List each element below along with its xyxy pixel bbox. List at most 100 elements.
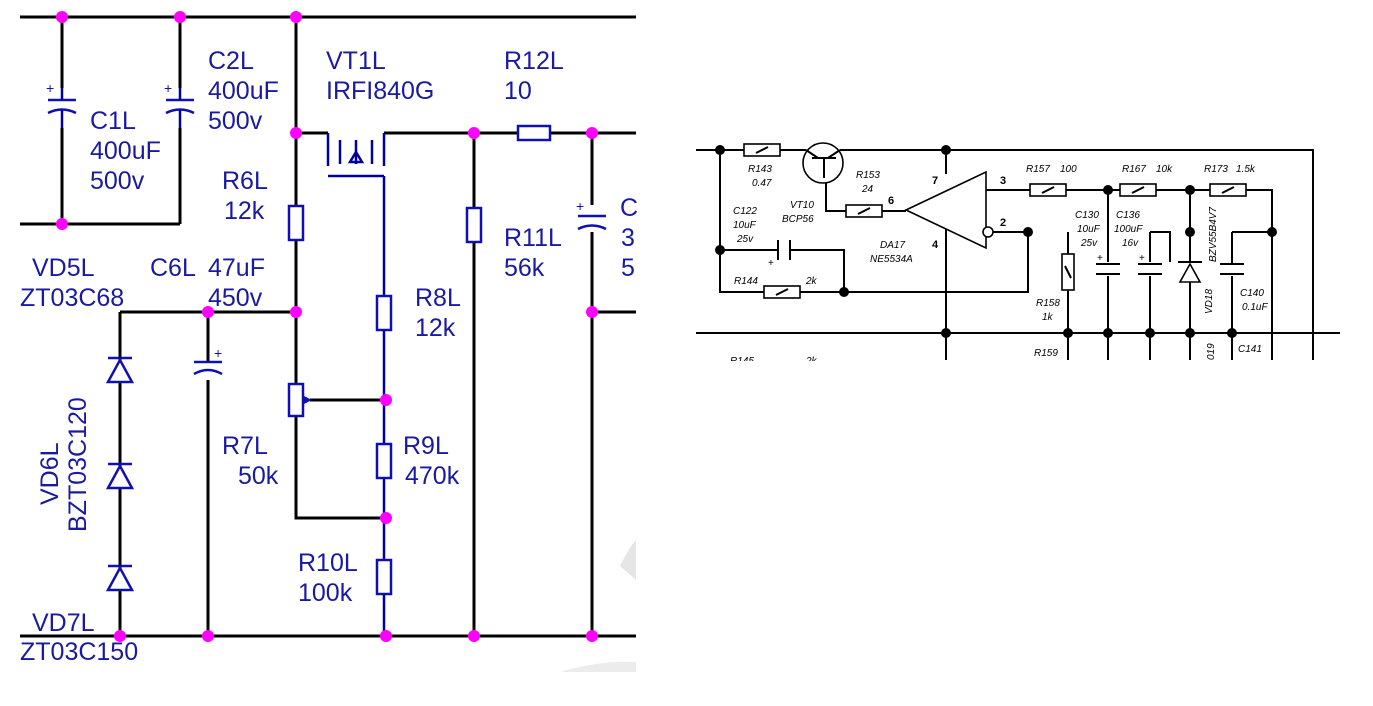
watermark-arc: [560, 661, 636, 672]
pin-6: 6: [888, 195, 894, 207]
c136-value: 100uF: [1114, 224, 1143, 235]
svg-text:+: +: [1139, 253, 1145, 264]
transistor-base: [825, 178, 906, 212]
r6l-value: 12k: [224, 197, 265, 225]
junction-node: [202, 630, 214, 642]
r8l-resistor: [375, 294, 393, 332]
r167-resistor: [1119, 183, 1157, 197]
junction-node: [1103, 328, 1113, 338]
junction-node: [202, 306, 214, 318]
c130-ref: C130: [1075, 210, 1099, 221]
vd18-part: BZV55B4V7: [1208, 207, 1219, 262]
r9l-resistor: [375, 442, 393, 480]
junction-node: [586, 630, 598, 642]
r153-value: 24: [861, 184, 874, 195]
c122-ref: C122: [733, 206, 757, 217]
r173-value: 1.5k: [1236, 164, 1256, 175]
c-cut-voltage: 5: [621, 254, 635, 282]
r10l-ref: R10L: [298, 549, 358, 577]
pot-wire: [294, 312, 386, 520]
junction-node: [1063, 328, 1073, 338]
c6l-value: 47uF: [208, 254, 265, 282]
vd18-ref: VD18: [1204, 289, 1215, 314]
c136-voltage: 16v: [1122, 238, 1139, 249]
c122-wire: [720, 249, 845, 292]
svg-text:+: +: [768, 258, 774, 269]
c140-capacitor: [1220, 263, 1244, 275]
pin-7: 7: [932, 175, 938, 187]
r167-ref: R167: [1122, 164, 1146, 175]
r6l-resistor: [287, 204, 305, 242]
vd7l-ref: VD7L: [32, 609, 95, 637]
vt10-ref: VT10: [790, 200, 814, 211]
c140-ref: C140: [1240, 288, 1264, 299]
c-cut-capacitor: +: [576, 198, 607, 231]
junction-node: [380, 630, 392, 642]
vt10-part: BCP56: [782, 214, 814, 225]
r12l-value: 10: [504, 77, 532, 105]
junction-node: [941, 145, 951, 155]
r158-resistor: [1061, 253, 1075, 291]
junction-node: [380, 512, 392, 524]
vt10-transistor: [802, 142, 844, 184]
junction-node: [1103, 185, 1113, 195]
r157-ref: R157: [1026, 164, 1050, 175]
r144-ref: R144: [734, 276, 758, 287]
junction-node: [468, 630, 480, 642]
right-cap-wire: [590, 133, 636, 636]
r7l-value: 50k: [238, 462, 279, 490]
r157-value: 100: [1060, 164, 1077, 175]
r11l-ref: R11L: [504, 224, 562, 252]
r11l-resistor: [465, 206, 483, 244]
vd6l-part: BZT03C120: [64, 397, 92, 532]
vd5l-part: ZT03C68: [20, 284, 124, 312]
junction-node: [586, 306, 598, 318]
r159-ref: R159: [1034, 348, 1058, 359]
junction-node: [1227, 328, 1237, 338]
c130-voltage: 25v: [1080, 238, 1098, 249]
c1l-value: 400uF: [90, 137, 161, 165]
c130-capacitor: +: [1096, 253, 1120, 275]
da17-opamp: [904, 170, 994, 250]
r173-resistor: [1209, 183, 1247, 197]
c130-value: 10uF: [1077, 224, 1101, 235]
c136-capacitor: +: [1138, 253, 1162, 275]
r11l-value: 56k: [504, 254, 545, 282]
junction-node: [290, 306, 302, 318]
junction-node: [380, 394, 392, 406]
c1l-voltage: 500v: [90, 167, 145, 195]
junction-node: [468, 127, 480, 139]
vt1l-mosfet: [326, 133, 386, 178]
junction-node: [174, 11, 186, 23]
r12l-ref: R12L: [504, 47, 564, 75]
pin-3: 3: [1000, 175, 1006, 187]
junction-node: [715, 145, 725, 155]
r143-resistor: [743, 143, 781, 157]
crop-mask: [690, 361, 1373, 706]
r158-ref: R158: [1036, 298, 1060, 309]
junction-node: [1185, 328, 1195, 338]
r167-value: 10k: [1156, 164, 1173, 175]
vd19-ref: 019: [1206, 343, 1217, 360]
c2l-voltage: 500v: [208, 107, 263, 135]
junction-node: [941, 328, 951, 338]
svg-text:+: +: [576, 198, 584, 214]
vt1l-ref: VT1L: [326, 47, 386, 75]
c6l-capacitor: +: [193, 345, 223, 376]
r153-ref: R153: [856, 170, 880, 181]
pin-4: 4: [932, 239, 939, 251]
r9l-value: 470k: [405, 462, 460, 490]
c6l-ref: C6L: [150, 254, 196, 282]
junction-node: [586, 127, 598, 139]
da17-part: NE5534A: [870, 254, 913, 265]
c1l-capacitor: +: [46, 80, 77, 128]
junction-node: [1267, 227, 1277, 237]
r157-resistor: [1029, 183, 1067, 197]
r7l-potentiometer: [287, 382, 312, 418]
c-cut-value: 3: [621, 224, 635, 252]
vd5l-diode: [105, 356, 135, 384]
junction-node: [114, 630, 126, 642]
vd7l-part: ZT03C150: [20, 638, 138, 666]
junction-node: [56, 11, 68, 23]
